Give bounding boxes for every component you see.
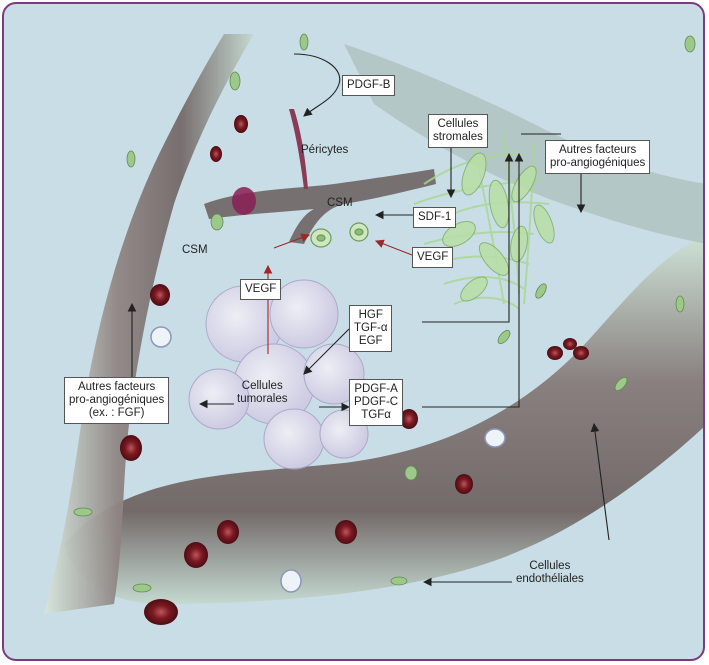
cellules-stromales-line-2: stromales [433, 131, 483, 144]
pdgf-b-box: PDGF-B [342, 75, 395, 96]
vegf-left-box: VEGF [240, 279, 281, 300]
autres-facteurs-right-line-2: pro-angiogéniques [550, 157, 645, 170]
hgf-line: HGF [354, 309, 387, 322]
upper-right-blood-vessel [344, 44, 705, 244]
csm-cells [311, 223, 368, 247]
cellules-endotheliales-line-2: endothéliales [516, 573, 584, 586]
autres-facteurs-left-box: Autres facteurs pro-angiogéniques (ex. :… [64, 377, 169, 424]
egf-line: EGF [354, 335, 387, 348]
pericytes-label: Péricytes [301, 144, 348, 157]
cellules-tumorales-label: Cellules tumorales [237, 380, 288, 406]
tgf-alpha-2-line: TGFα [354, 409, 398, 422]
autres-facteurs-right-box: Autres facteurs pro-angiogéniques [545, 140, 650, 174]
cellules-endotheliales-label: Cellules endothéliales [516, 560, 584, 586]
cellules-tumorales-line-2: tumorales [237, 393, 288, 406]
autres-facteurs-left-line-3: (ex. : FGF) [69, 407, 164, 420]
vegf-right-box: VEGF [412, 247, 453, 268]
autres-facteurs-left-line-1: Autres facteurs [69, 381, 164, 394]
magenta-cell [232, 187, 256, 215]
csm-left-label: CSM [182, 244, 208, 257]
autres-facteurs-right-line-1: Autres facteurs [550, 144, 645, 157]
cellules-endotheliales-line-1: Cellules [516, 560, 584, 573]
cellules-stromales-line-1: Cellules [433, 118, 483, 131]
pdgf-c-line: PDGF-C [354, 396, 398, 409]
tgf-alpha-line: TGF-α [354, 322, 387, 335]
cellules-stromales-box: Cellules stromales [428, 114, 488, 148]
hgf-tgf-egf-box: HGF TGF-α EGF [349, 305, 392, 352]
pdgf-group-box: PDGF-A PDGF-C TGFα [349, 379, 403, 426]
tumor-cells [189, 280, 368, 469]
cellules-tumorales-line-1: Cellules [237, 380, 288, 393]
csm-top-label: CSM [327, 197, 353, 210]
pdgf-a-line: PDGF-A [354, 383, 398, 396]
sdf-1-box: SDF-1 [413, 207, 456, 228]
autres-facteurs-left-line-2: pro-angiogéniques [69, 394, 164, 407]
